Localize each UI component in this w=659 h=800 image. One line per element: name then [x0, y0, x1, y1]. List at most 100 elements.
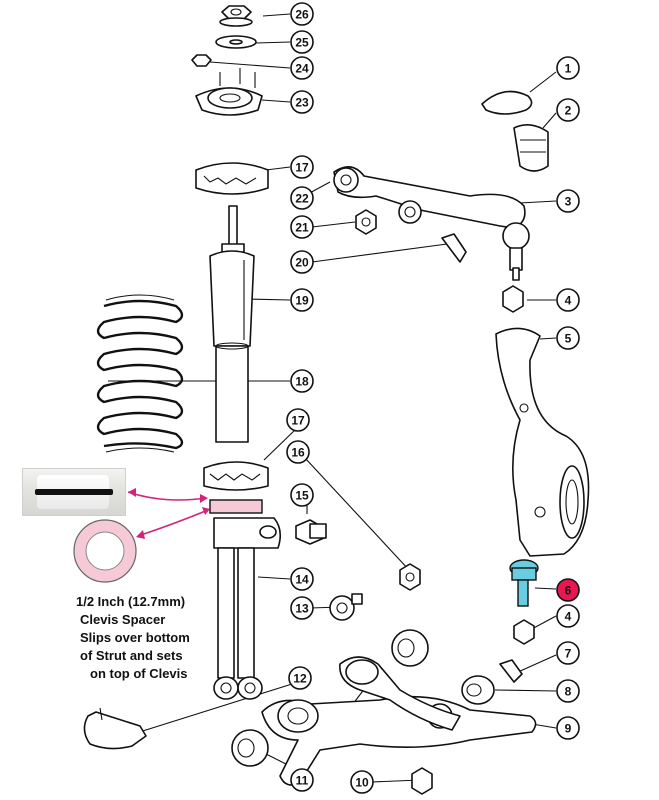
callout-c24: 24: [290, 56, 314, 80]
note-line-4: of Strut and sets: [80, 648, 183, 663]
lower-ball-joint-6: [509, 559, 539, 607]
washer-25: [215, 35, 257, 49]
arrowhead-photo-end: [128, 488, 136, 497]
callout-number: 21: [295, 221, 309, 235]
mount-nut-24: [191, 54, 212, 67]
callout-number: 24: [295, 62, 309, 76]
callout-c23: 23: [290, 90, 314, 114]
coil-spring-18: [96, 294, 184, 453]
callout-circle: [290, 369, 314, 393]
callout-bubbles: 1234564789101112131415161717181920212223…: [286, 2, 580, 794]
callout-number: 16: [291, 446, 305, 460]
bracket-12: [83, 707, 147, 750]
note-line-2: Clevis Spacer: [80, 612, 166, 627]
callout-c21: 21: [290, 215, 314, 239]
arrow-ring-to-spacer: [137, 509, 209, 537]
note-line-3: Slips over bottom: [80, 630, 190, 645]
callout-c26: 26: [290, 2, 314, 26]
callout-circle: [290, 567, 314, 591]
callout-circle: [556, 578, 580, 602]
callout-number: 26: [295, 8, 309, 22]
callout-circle: [290, 250, 314, 274]
callout-circle: [286, 440, 310, 464]
arrowhead-ring-end: [136, 530, 145, 539]
callout-number: 12: [293, 672, 307, 686]
callout-c1: 1: [556, 56, 580, 80]
clevis-nut-16: [399, 563, 421, 591]
bushing-8: [461, 675, 495, 705]
bolt-7: [499, 659, 523, 683]
callout-circle: [290, 30, 314, 54]
callout-number: 13: [295, 602, 309, 616]
callout-number: 6: [565, 584, 572, 598]
clevis-spacer-highlight: [209, 499, 263, 514]
lower-control-arm-front: [339, 656, 461, 731]
callout-circle: [290, 768, 314, 792]
callout-number: 9: [565, 722, 572, 736]
callout-c6: 6: [556, 578, 580, 602]
callout-c10: 10: [350, 770, 374, 794]
callout-number: 4: [565, 610, 572, 624]
bushing-11-upper: [391, 629, 429, 667]
callout-c20: 20: [290, 250, 314, 274]
arrowhead-photo-spacer: [200, 494, 208, 503]
spacer-photo: [22, 468, 126, 516]
upper-strut-mount-23: [195, 68, 263, 116]
callout-number: 17: [291, 414, 305, 428]
callout-number: 25: [295, 36, 309, 50]
callout-circle: [286, 408, 310, 432]
callout-number: 5: [565, 332, 572, 346]
ball-joint-nut-4b: [513, 619, 535, 645]
arrow-photo-to-spacer: [127, 491, 207, 501]
steering-knuckle-5: [495, 327, 590, 557]
callout-circle: [290, 2, 314, 26]
callout-c4b: 4: [556, 604, 580, 628]
bushing-11-lower: [231, 729, 269, 767]
callout-c13: 13: [290, 596, 314, 620]
callout-c8: 8: [556, 679, 580, 703]
callout-circle: [556, 641, 580, 665]
callout-circle: [290, 215, 314, 239]
spacer-photo-band: [35, 489, 113, 495]
callout-circle: [556, 679, 580, 703]
callout-c22: 22: [290, 186, 314, 210]
callout-circle: [290, 288, 314, 312]
callout-c17a: 17: [290, 155, 314, 179]
callout-number: 14: [295, 573, 309, 587]
callout-number: 11: [296, 774, 309, 788]
jounce-bumper-2: [513, 124, 549, 172]
lower-spring-isolator-17: [203, 461, 269, 491]
callout-circle: [556, 288, 580, 312]
callout-c15: 15: [290, 483, 314, 507]
callout-number: 17: [295, 161, 309, 175]
callout-circle: [350, 770, 374, 794]
callout-number: 1: [565, 62, 572, 76]
callout-number: 23: [295, 96, 309, 110]
callout-number: 19: [295, 294, 309, 308]
callout-c3: 3: [556, 189, 580, 213]
callout-circle: [290, 186, 314, 210]
flag-bolt-20: [441, 233, 467, 263]
callout-c9: 9: [556, 716, 580, 740]
arrowhead-ring-spacer: [202, 507, 210, 515]
callout-c5: 5: [556, 326, 580, 350]
callout-c19: 19: [290, 288, 314, 312]
callout-circle: [288, 666, 312, 690]
callout-c16: 16: [286, 440, 310, 464]
callout-number: 10: [355, 776, 369, 790]
clevis-pinch-bolt-13: [329, 593, 363, 621]
spacer-note: 1/2 Inch (12.7mm) Clevis Spacer Slips ov…: [66, 593, 206, 683]
callout-c25: 25: [290, 30, 314, 54]
strut-assembly-19: [209, 205, 255, 443]
note-line-1: 1/2 Inch (12.7mm): [76, 594, 186, 609]
callout-number: 20: [295, 256, 309, 270]
upper-spring-isolator-17: [195, 162, 269, 195]
callout-number: 8: [565, 685, 572, 699]
callout-circle: [556, 56, 580, 80]
callout-circle: [290, 56, 314, 80]
clevis-bolt-15: [295, 519, 327, 545]
callout-c17b: 17: [286, 408, 310, 432]
callout-number: 2: [565, 104, 572, 118]
callout-number: 15: [295, 489, 309, 503]
